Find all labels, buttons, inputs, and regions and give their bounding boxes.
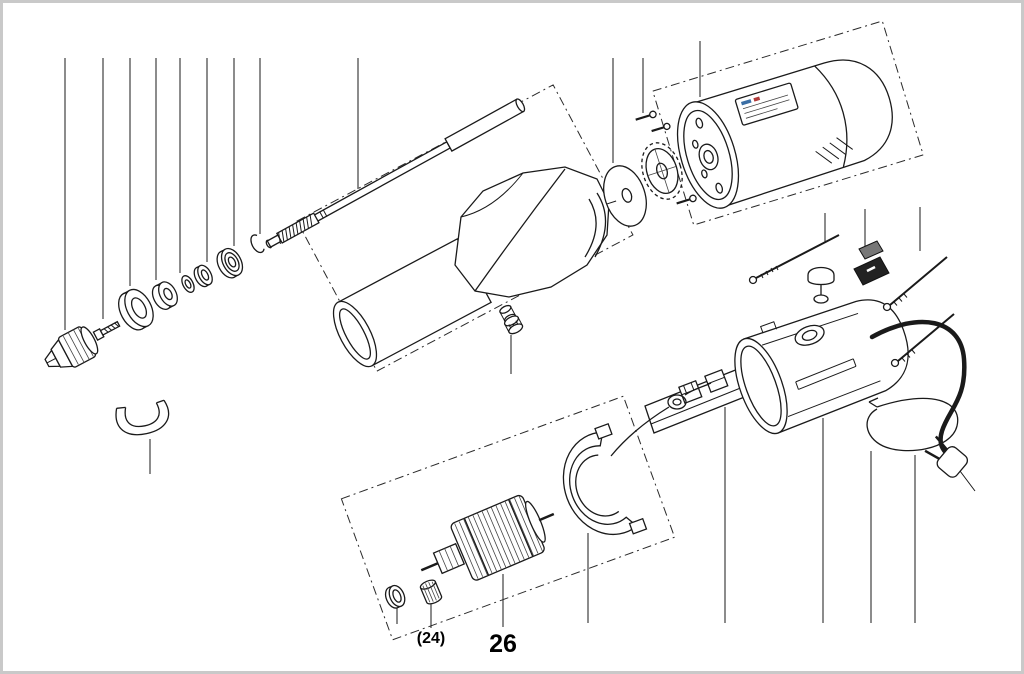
armature — [420, 494, 555, 581]
gearbox-assembly-box — [296, 84, 634, 372]
part-labels: (24) 26 — [417, 630, 517, 658]
spindle-coupler — [499, 304, 524, 335]
field-housing — [734, 299, 909, 435]
leader-lines — [64, 41, 976, 628]
drill-chuck — [44, 326, 99, 368]
label-part26: 26 — [489, 630, 517, 658]
fan-shroud — [562, 422, 648, 536]
drive-shaft — [265, 98, 526, 249]
exploded-parts-diagram: (24) 26 — [44, 20, 976, 658]
flanged-sleeve — [151, 281, 178, 311]
washer-2 — [193, 264, 213, 288]
nameplate-accent-blue — [740, 99, 752, 106]
ball-bearing — [216, 247, 244, 279]
brush-holder-plate — [610, 368, 748, 457]
spindle-tube — [332, 237, 492, 368]
spindle-collar — [118, 288, 154, 331]
power-plug — [924, 435, 969, 478]
cord-clip-wire — [866, 397, 959, 452]
motor-housing — [676, 59, 893, 209]
armature-assembly-box — [340, 395, 676, 641]
set-screw — [92, 320, 121, 341]
motor-screws — [635, 110, 697, 205]
label-part24: (24) — [417, 630, 445, 647]
washer — [181, 275, 195, 293]
retaining-ring — [250, 234, 265, 254]
nameplate-accent-red — [753, 96, 761, 102]
fan-baffle — [603, 165, 647, 227]
u-clip — [115, 399, 170, 436]
bearing-ring — [384, 584, 406, 609]
switch-block — [853, 240, 890, 286]
spindle-lock-button — [807, 266, 835, 304]
motor-assembly-box — [652, 20, 924, 226]
motor-fan — [641, 142, 683, 200]
pinion-gear — [419, 579, 443, 605]
gear-housing — [454, 166, 610, 298]
assembly-screws — [748, 234, 955, 368]
field-coil — [667, 394, 687, 410]
